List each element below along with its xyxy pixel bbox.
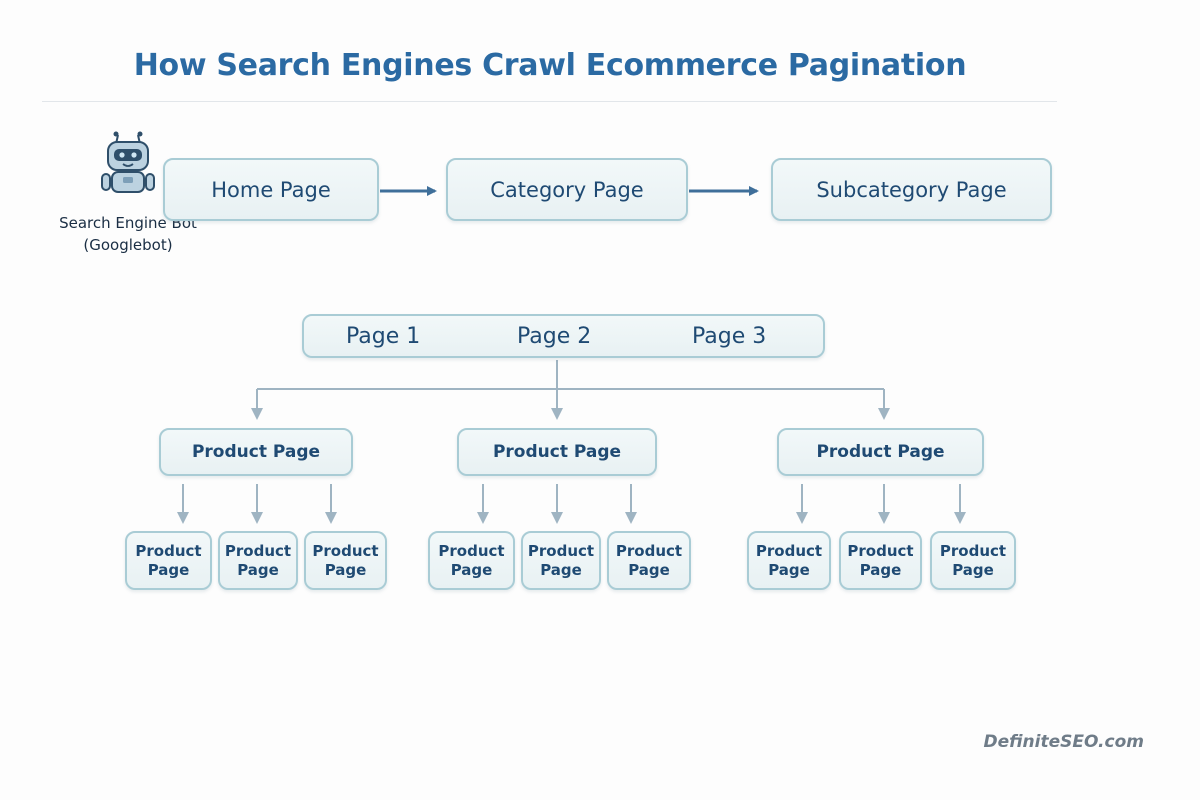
title-divider (42, 101, 1057, 102)
pagination-page-3: Page 3 (692, 323, 767, 349)
product-page-node: Product Page (159, 428, 353, 476)
product-page-leaf: Product Page (304, 531, 387, 590)
product-page-leaf: Product Page (839, 531, 922, 590)
product-page-node: Product Page (457, 428, 657, 476)
product-page-leaf: Product Page (218, 531, 298, 590)
bot-label-name: Search Engine Bot (59, 214, 197, 232)
product-page-leaf: Product Page (747, 531, 831, 590)
product-page-leaf: Product Page (521, 531, 601, 590)
product-page-leaf: Product Page (125, 531, 212, 590)
pagination-bar: Page 1 Page 2 Page 3 (302, 314, 825, 358)
pagination-page-2: Page 2 (517, 323, 592, 349)
product-page-leaf: Product Page (607, 531, 691, 590)
diagram-title: How Search Engines Crawl Ecommerce Pagin… (133, 48, 967, 83)
category-page-node: Category Page (446, 158, 688, 221)
product-page-leaf: Product Page (428, 531, 515, 590)
product-page-leaf: Product Page (930, 531, 1016, 590)
pagination-page-1: Page 1 (346, 323, 421, 349)
home-page-node: Home Page (163, 158, 379, 221)
bot-label-subtitle: (Googlebot) (83, 236, 173, 254)
robot-icon (101, 131, 155, 193)
product-page-node: Product Page (777, 428, 984, 476)
subcategory-page-node: Subcategory Page (771, 158, 1052, 221)
watermark-logo: DefiniteSEO.com (983, 732, 1144, 752)
bot-label: Search Engine Bot (Googlebot) (40, 212, 216, 256)
